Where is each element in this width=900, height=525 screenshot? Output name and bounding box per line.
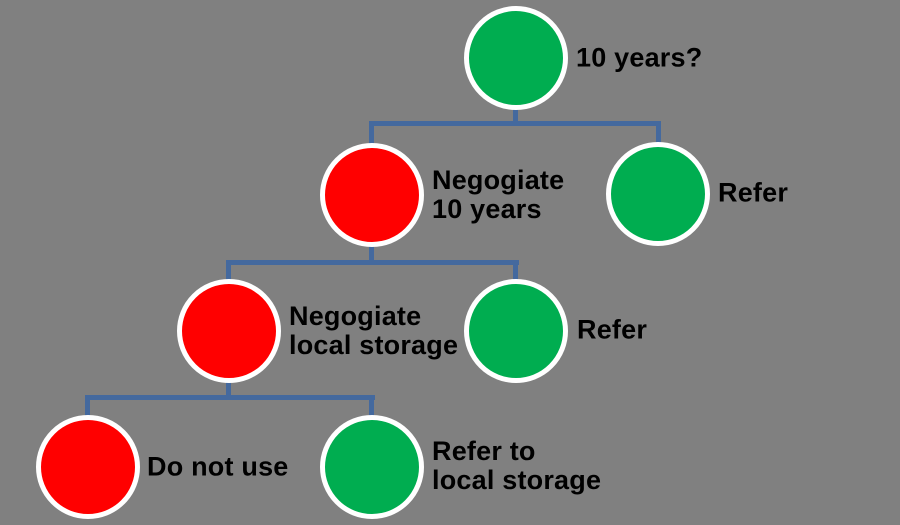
- node-negotiate-local-storage-label: Negogiate local storage: [289, 301, 459, 360]
- node-root-circle: [464, 6, 568, 110]
- node-negotiate-10-years-label: Negogiate 10 years: [432, 165, 565, 224]
- node-negotiate-10-years-circle: [320, 143, 424, 247]
- node-do-not-use-label: Do not use: [147, 451, 289, 482]
- connector-l3-right: [369, 395, 374, 417]
- node-root-label: 10 years?: [576, 42, 703, 73]
- node-refer-to-local-storage-label: Refer to local storage: [432, 436, 602, 495]
- node-refer-level3-circle: [464, 279, 568, 383]
- connector-l2-left: [226, 260, 231, 281]
- node-refer-level3-label: Refer: [577, 314, 648, 345]
- connector-l2-stub: [369, 244, 374, 264]
- connector-l3-left: [85, 395, 90, 417]
- connector-l1-bar: [369, 121, 661, 126]
- node-negotiate-local-storage-circle: [177, 279, 281, 383]
- node-do-not-use-circle: [36, 415, 140, 519]
- connector-l1-right: [656, 121, 661, 143]
- connector-l3-stub: [226, 380, 231, 398]
- connector-l2-right: [513, 260, 518, 281]
- connector-l2-bar: [226, 260, 519, 265]
- connector-l3-bar: [85, 395, 375, 400]
- node-refer-level2-label: Refer: [718, 177, 789, 208]
- node-refer-level2-circle: [606, 142, 710, 246]
- connector-l1-stub: [513, 106, 518, 124]
- node-refer-to-local-storage-circle: [320, 415, 424, 519]
- connector-l1-left: [369, 121, 374, 144]
